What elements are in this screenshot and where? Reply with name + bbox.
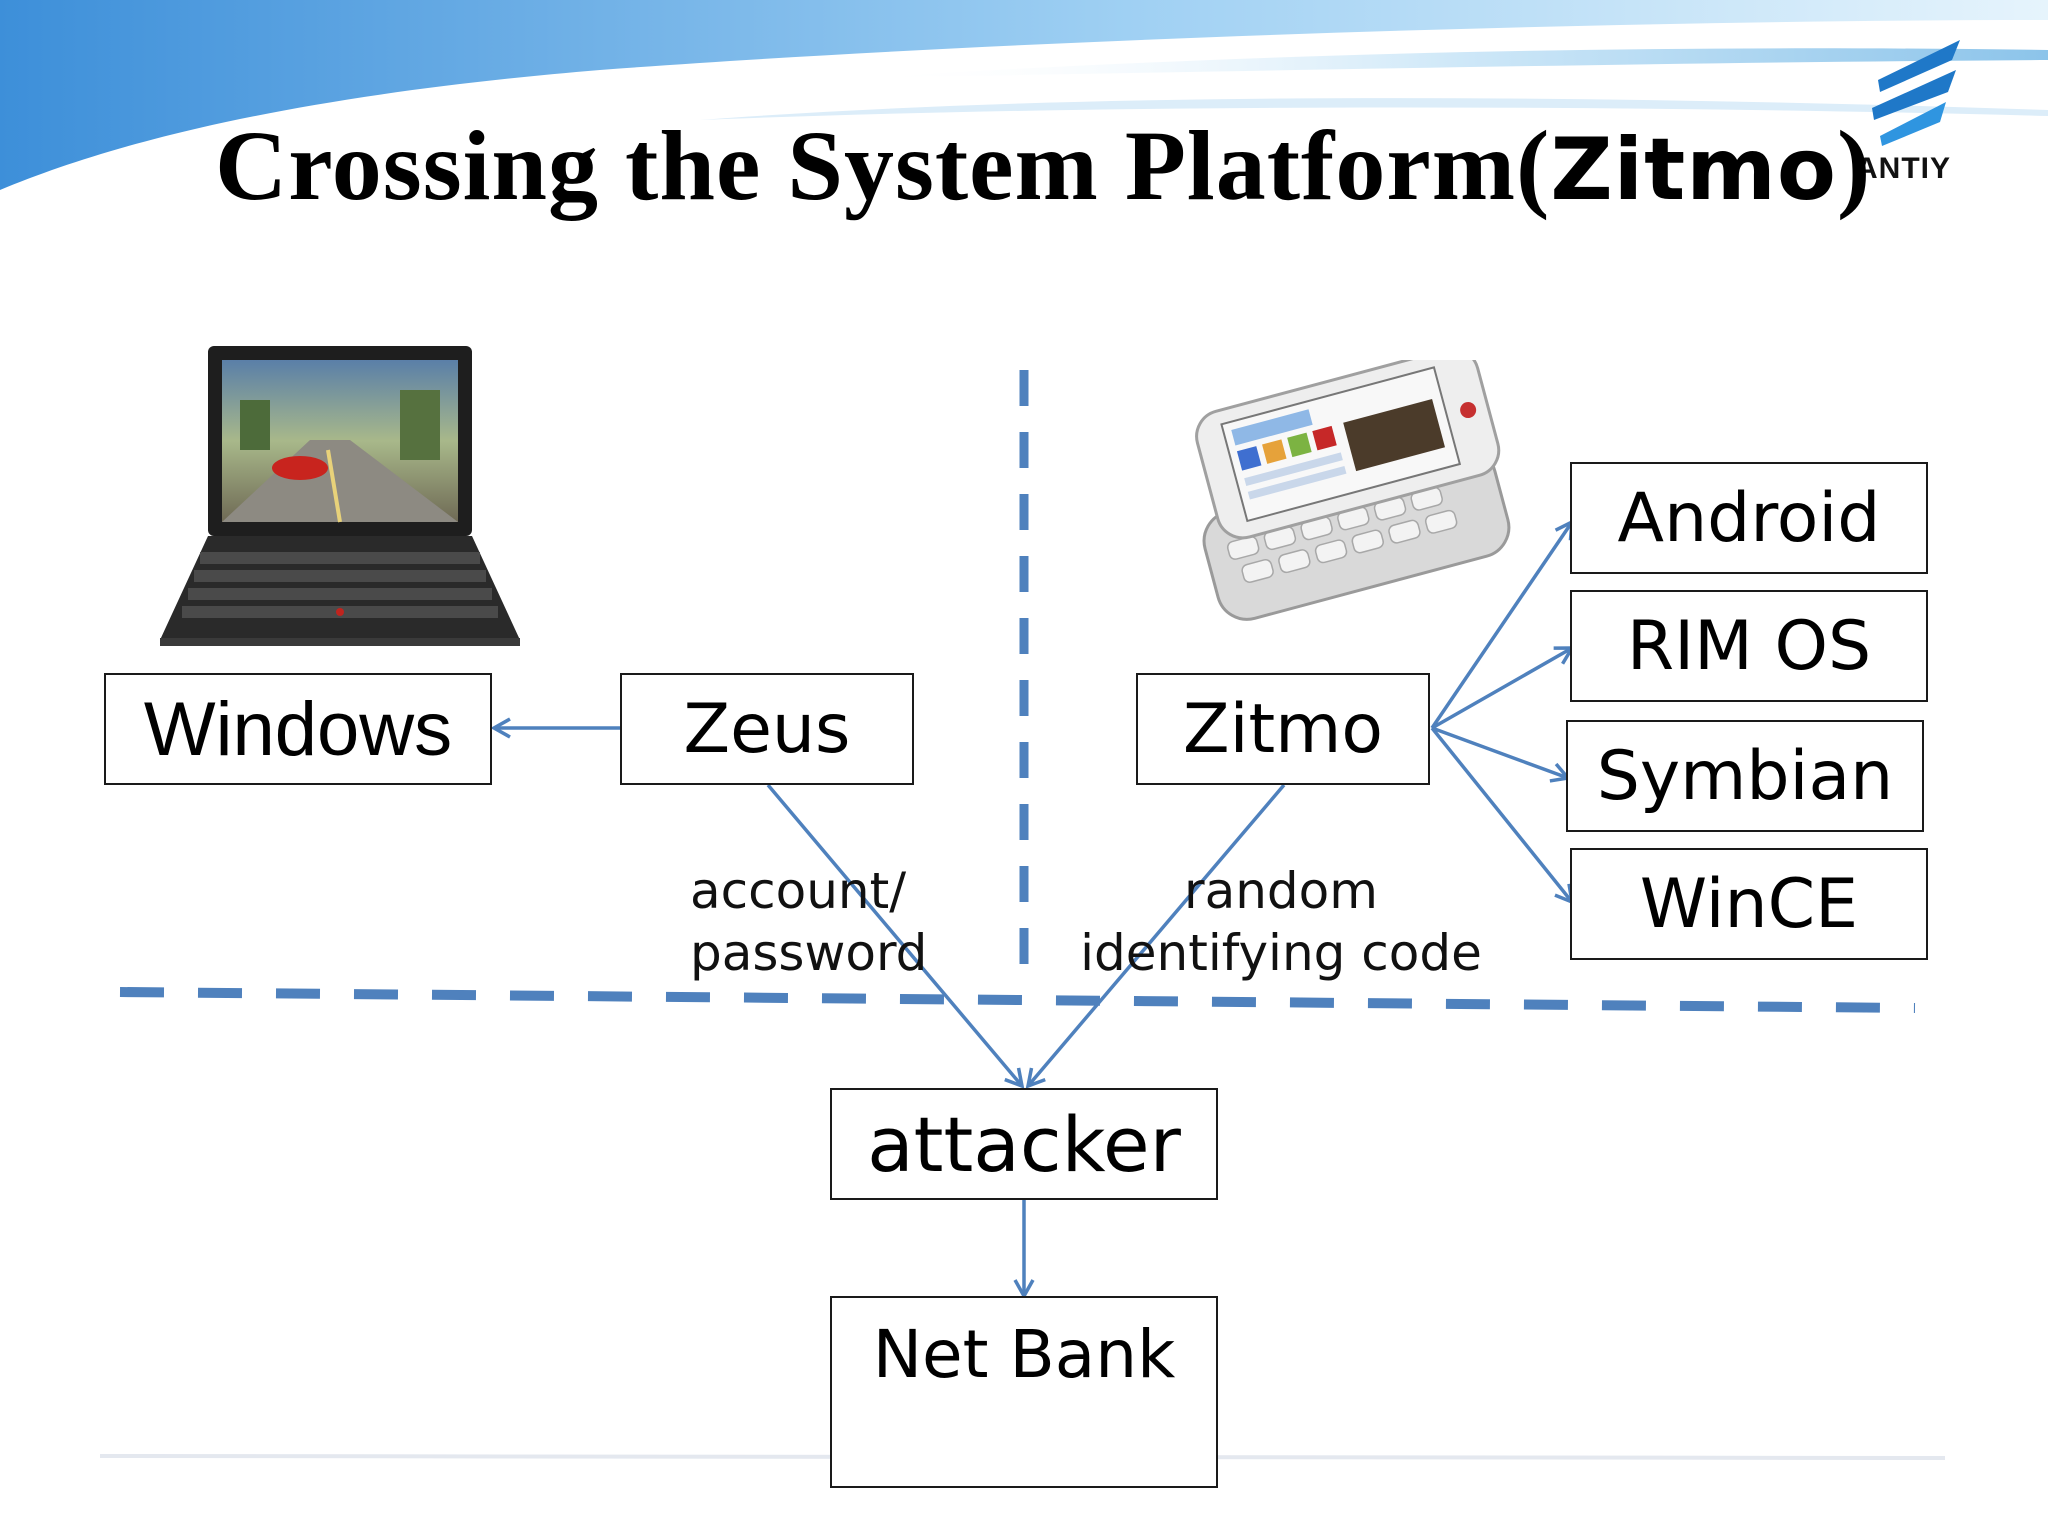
laptop-icon [160,346,520,646]
android-box: Android [1570,462,1928,574]
title-close: ) [1836,110,1872,221]
zitmo-to-symbian-arrow [1431,726,1572,783]
zitmo-to-rim-arrow [1431,646,1576,730]
zeus-to-attacker-arrow [766,783,1025,1089]
random-label-line1: random [1184,862,1378,920]
header-swoosh [0,0,2048,190]
horizontal-divider [119,987,1916,1013]
account-label-line1: account/ [690,862,907,920]
account-password-label: account/ password [690,860,927,984]
zitmo-to-android-arrow [1430,519,1575,729]
account-label-line2: password [690,924,928,982]
random-label-line2: identifying code [1080,924,1482,982]
zeus-box: Zeus [620,673,914,785]
symbian-box: Symbian [1566,720,1924,832]
title-highlight: Zitmo [1550,120,1837,220]
slide-title: Crossing the System Platform(Zitmo) [215,108,1875,223]
wince-box: WinCE [1570,848,1928,960]
windows-box: Windows [104,673,492,785]
antiy-logo-icon [1872,40,1960,146]
logo-text: ANTIY [1856,152,1951,185]
net-bank-box: Net Bank [830,1296,1218,1488]
title-main: Crossing the System Platform( [215,110,1551,221]
attacker-box: attacker [830,1088,1218,1200]
phone-icon [1195,360,1511,621]
rim-os-box: RIM OS [1570,590,1928,702]
zitmo-box: Zitmo [1136,673,1430,785]
zitmo-to-attacker-arrow [1025,783,1286,1089]
zitmo-to-wince-arrow [1430,726,1575,905]
random-code-label: random identifying code [1076,860,1486,984]
